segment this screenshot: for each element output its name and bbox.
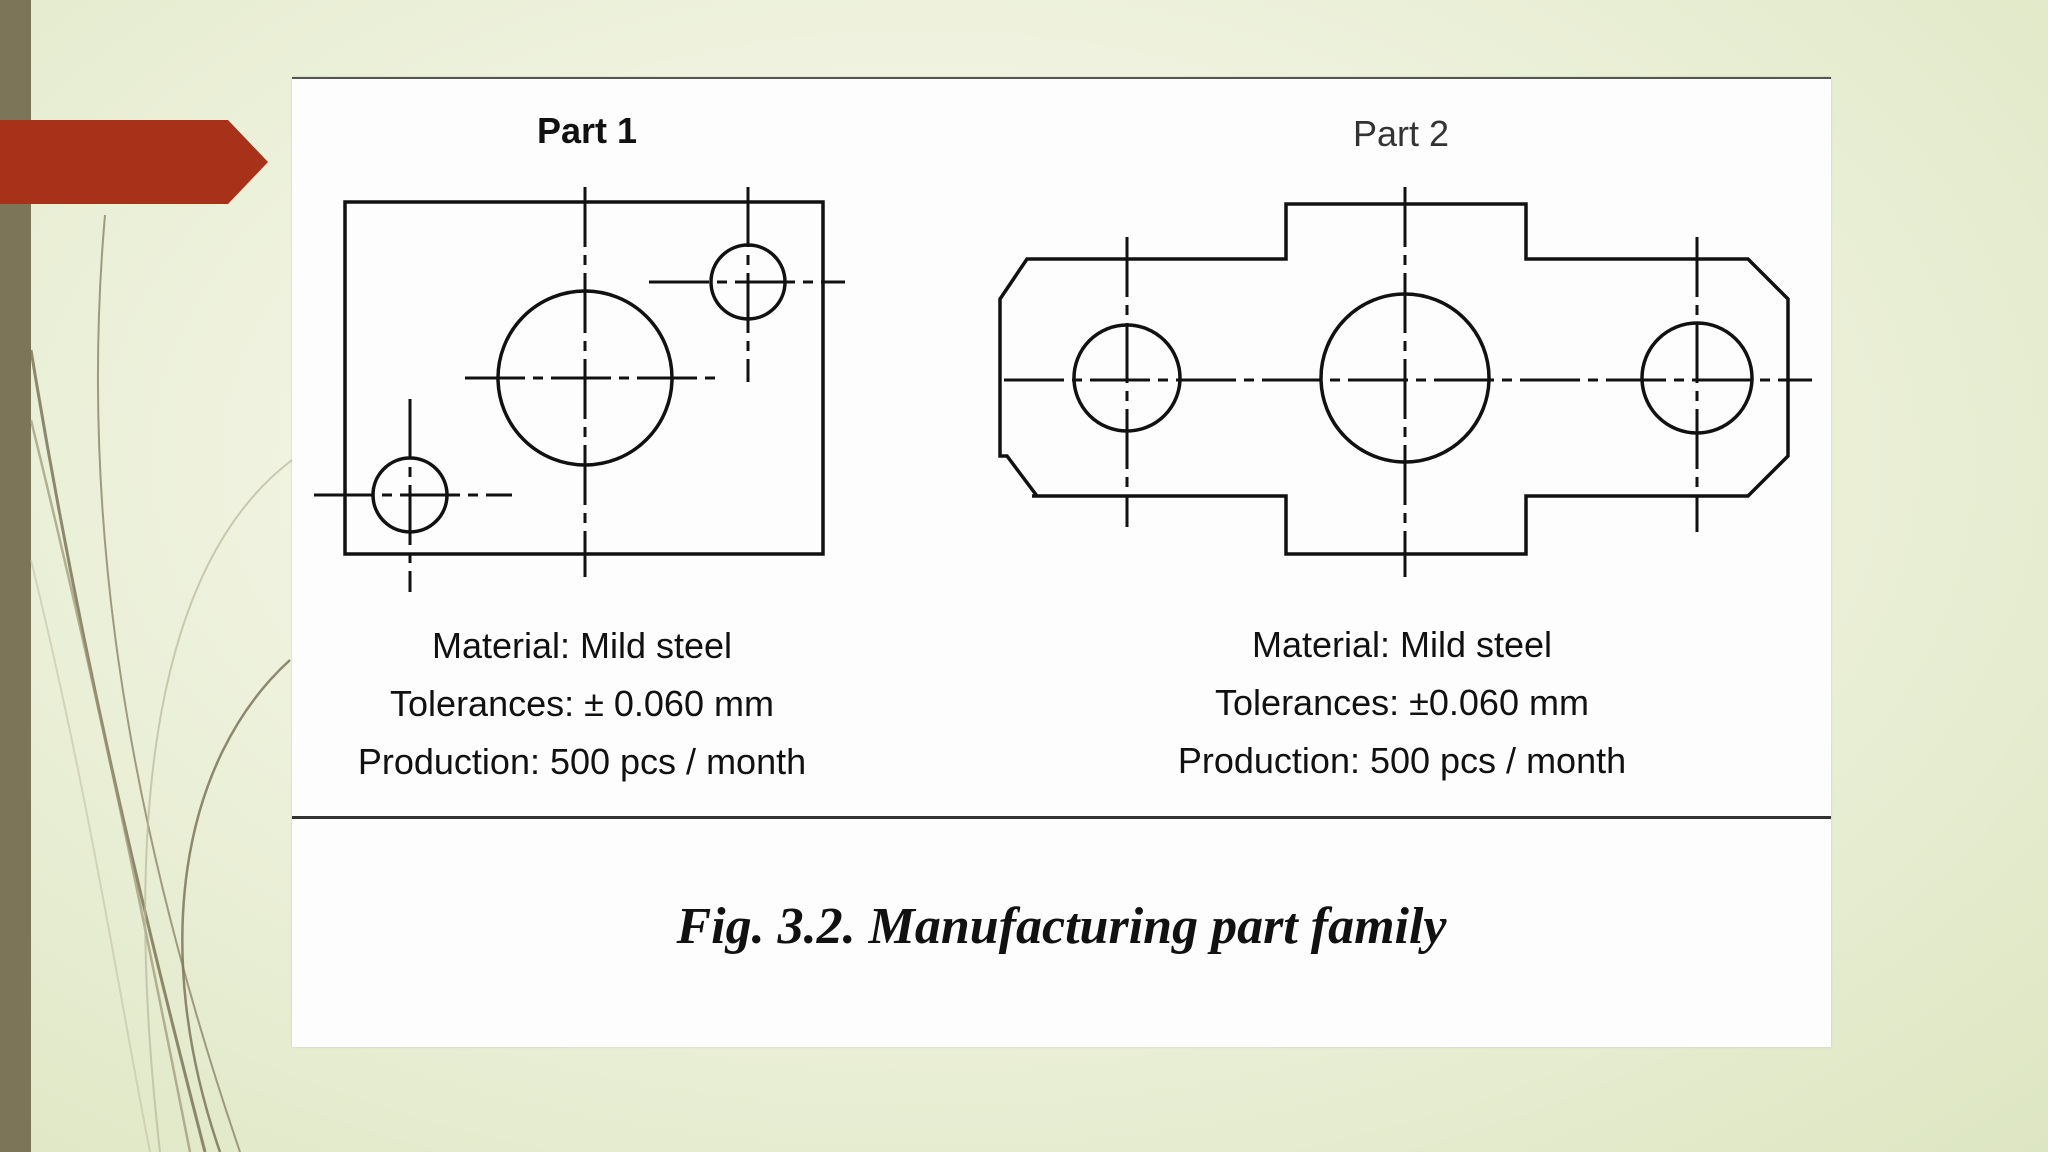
caption-divider [292, 816, 1831, 819]
part-drawings [314, 187, 1812, 592]
part2-title: Part 2 [1353, 113, 1450, 154]
part2-tolerances: Tolerances: ±0.060 mm [1215, 682, 1589, 723]
part2-material: Material: Mild steel [1251, 624, 1553, 665]
red-arrow-marker [0, 120, 268, 204]
part1-production: Production: 500 pcs / month [357, 741, 807, 782]
decorative-curves [29, 214, 293, 1152]
figure-image: Part 1 Part 2 Material: Mild steel Toler… [292, 77, 1831, 1047]
part2-specs: Material: Mild steel Tolerances: ±0.060 … [1132, 616, 1672, 790]
part2-production: Production: 500 pcs / month [1177, 740, 1627, 781]
part2-centerlines [1004, 187, 1812, 577]
part1-material: Material: Mild steel [431, 625, 733, 666]
part1-specs: Material: Mild steel Tolerances: ± 0.060… [312, 617, 852, 791]
figure-caption: Fig. 3.2. Manufacturing part family [676, 898, 1447, 955]
part1-title: Part 1 [537, 110, 638, 151]
part1-centerlines [314, 187, 845, 592]
part1-tolerances: Tolerances: ± 0.060 mm [390, 683, 774, 724]
top-rule [292, 77, 1831, 79]
